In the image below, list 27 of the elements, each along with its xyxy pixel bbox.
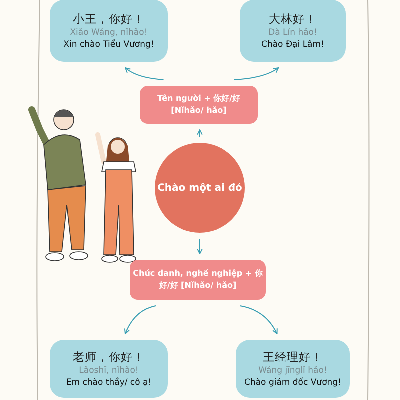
node-label: Chức danh, nghề nghiệp + 你好/好 [Nǐhǎo/ hǎo] bbox=[133, 268, 263, 292]
formula-box bbox=[140, 86, 258, 124]
arrow bbox=[197, 130, 203, 138]
node-label: Chào một ai đó bbox=[158, 182, 242, 194]
pinyin-text: Lǎoshī, nǐhǎo! bbox=[79, 364, 139, 376]
formula-box bbox=[130, 260, 266, 300]
pinyin-text: Wáng jīnglǐ hǎo! bbox=[258, 364, 328, 376]
pinyin-text: Dà Lín hǎo! bbox=[268, 26, 318, 38]
arrow bbox=[197, 238, 203, 254]
chinese-text: 小王，你好！ bbox=[73, 12, 145, 26]
chinese-text: 大林好！ bbox=[269, 12, 317, 26]
arrow bbox=[124, 306, 156, 334]
node-label: Tên người + 你好/好 [Nǐhǎo/ hǎo] bbox=[156, 93, 242, 117]
chinese-text: 老师，你好！ bbox=[73, 350, 145, 364]
greeting-card bbox=[50, 0, 168, 62]
arrow bbox=[234, 68, 280, 80]
chinese-text: 王经理好！ bbox=[263, 350, 323, 364]
translation-text: Chào Đại Lâm! bbox=[262, 38, 324, 50]
translation-text: Xin chào Tiểu Vương! bbox=[64, 38, 154, 50]
translation-text: Chào giám đốc Vương! bbox=[244, 376, 342, 388]
arrow bbox=[240, 306, 278, 334]
greeting-card bbox=[236, 340, 350, 398]
arrow bbox=[124, 68, 164, 80]
translation-text: Em chào thầy/ cô ạ! bbox=[66, 376, 152, 388]
pinyin-text: Xiǎo Wáng, nǐhǎo! bbox=[70, 26, 148, 38]
greeting-card bbox=[240, 0, 346, 62]
greeting-card bbox=[50, 340, 168, 398]
